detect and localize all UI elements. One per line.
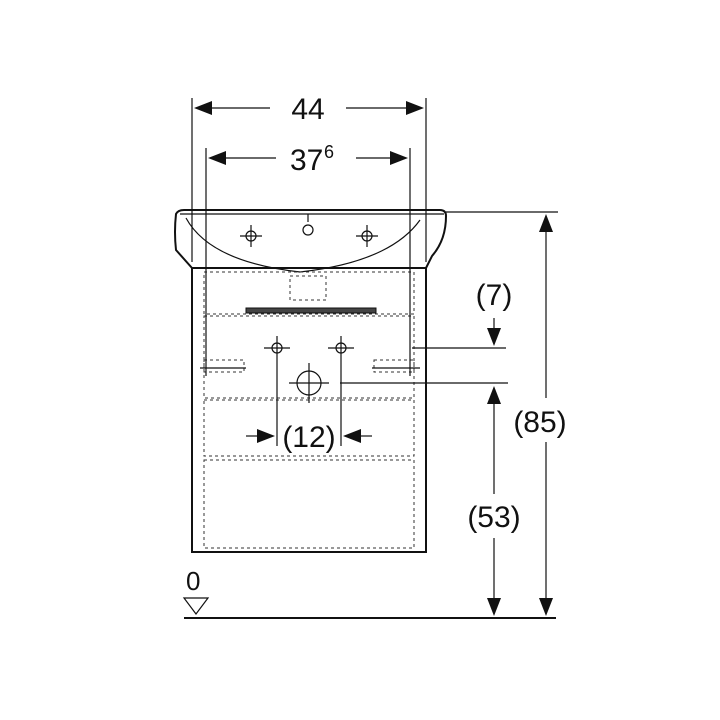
overall-width-label: 44 bbox=[291, 93, 324, 126]
top-offset-label: (7) bbox=[476, 279, 513, 312]
inner-width-superscript: 6 bbox=[324, 142, 334, 162]
tap-hole-right bbox=[356, 225, 378, 247]
total-height-label: (85) bbox=[513, 406, 566, 439]
inner-width-dimension: 37 6 bbox=[205, 142, 411, 376]
top-offset-dimension: (7) bbox=[412, 279, 513, 349]
washbasin bbox=[174, 209, 448, 273]
drain-outlet bbox=[289, 363, 329, 403]
drawer-handle bbox=[245, 307, 377, 314]
overall-width-dimension: 44 bbox=[191, 93, 427, 262]
fixing-hole-left bbox=[264, 336, 290, 360]
vanity-cabinet bbox=[191, 267, 427, 553]
hole-spacing-dimension: (12) bbox=[246, 360, 372, 454]
floor-level-label: 0 bbox=[186, 566, 200, 596]
hole-spacing-label: (12) bbox=[282, 421, 335, 454]
floor-level-marker: 0 bbox=[182, 566, 210, 615]
fixing-hole-right bbox=[328, 336, 354, 360]
drain-height-dimension: (53) bbox=[340, 382, 521, 616]
tap-hole-left bbox=[240, 225, 262, 247]
drain-height-label: (53) bbox=[467, 501, 520, 534]
inner-width-label: 37 bbox=[290, 144, 323, 177]
total-height-dimension: (85) bbox=[446, 211, 567, 616]
